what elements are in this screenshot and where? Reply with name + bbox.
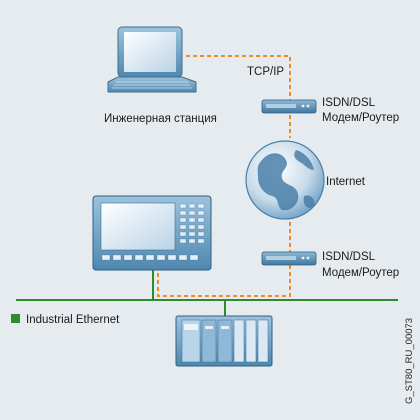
figure-code-label: G_ST80_RU_00073 [404,318,415,404]
operator-panel-icon [92,195,212,271]
internet-label: Internet [326,176,366,188]
modem-top-label-line1: ISDN/DSL [322,97,376,109]
modem-top-label-line2: Модем/Роутер [322,112,399,124]
modem-router-icon [261,99,317,114]
modem-bottom-label-line2: Модем/Роутер [322,267,399,279]
link-modem-to-panel [157,265,291,297]
modem-bottom-label-line1: ISDN/DSL [322,251,376,263]
globe-icon [245,140,325,220]
ethernet-legend-swatch [11,314,20,323]
industrial-ethernet-label: Industrial Ethernet [26,314,120,326]
tcpip-label: TCP/IP [247,66,284,78]
tcpip-link-lines [157,55,291,297]
industrial-ethernet-bus [16,270,398,316]
modem-router-icon [261,251,317,266]
plc-rack-icon [175,315,273,367]
laptop-icon [107,26,197,93]
engineering-station-label: Инженерная станция [104,113,217,125]
link-laptop-to-modem [186,55,291,100]
